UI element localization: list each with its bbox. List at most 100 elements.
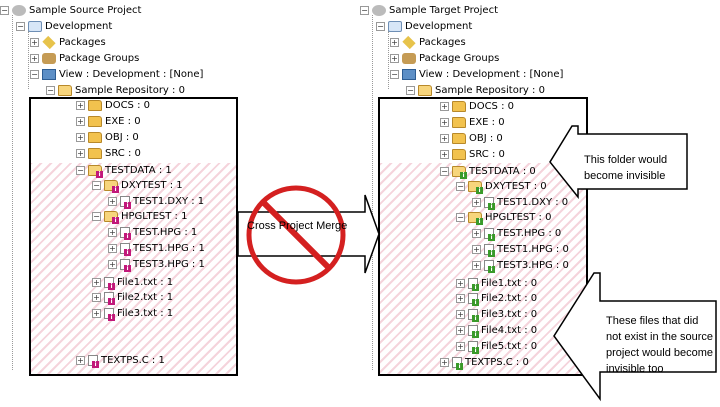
file-icon: i: [120, 195, 131, 209]
collapse-toggle[interactable]: −: [0, 5, 9, 15]
status-badge: i: [488, 265, 495, 273]
expand-toggle[interactable]: +: [108, 196, 117, 206]
expand-toggle[interactable]: +: [472, 228, 481, 238]
source-packages-node[interactable]: +Packages: [30, 35, 106, 50]
tree-item-label: HPGLTEST : 0: [485, 212, 552, 223]
collapse-toggle[interactable]: −: [456, 212, 465, 222]
expand-toggle[interactable]: +: [456, 278, 465, 288]
source-package-groups-node[interactable]: +Package Groups: [30, 51, 139, 66]
collapse-toggle[interactable]: −: [406, 85, 415, 95]
expand-toggle[interactable]: +: [390, 53, 399, 63]
file-icon: i: [468, 324, 479, 338]
tree-item[interactable]: +OBJ : 0: [440, 131, 503, 146]
expand-toggle[interactable]: +: [456, 293, 465, 303]
collapse-toggle[interactable]: −: [76, 165, 85, 175]
file-icon: i: [104, 291, 115, 305]
collapse-toggle[interactable]: −: [390, 69, 399, 79]
tree-item[interactable]: +EXE : 0: [440, 115, 505, 130]
folder-icon: i: [88, 164, 103, 178]
folder-icon: [88, 115, 102, 127]
expand-toggle[interactable]: +: [440, 357, 449, 367]
expand-toggle[interactable]: +: [472, 244, 481, 254]
target-highlight-box: [378, 97, 588, 376]
expand-toggle[interactable]: +: [472, 197, 481, 207]
merge-label: Cross Project Merge: [247, 220, 348, 232]
tree-item[interactable]: +SRC : 0: [440, 147, 505, 162]
expand-toggle[interactable]: +: [92, 292, 101, 302]
collapse-toggle[interactable]: −: [360, 5, 369, 15]
expand-toggle[interactable]: +: [76, 132, 85, 142]
expand-toggle[interactable]: +: [456, 309, 465, 319]
expand-toggle[interactable]: +: [440, 101, 449, 111]
tree-item-label: DOCS : 0: [469, 101, 514, 112]
expand-toggle[interactable]: +: [108, 259, 117, 269]
collapse-toggle[interactable]: −: [92, 211, 101, 221]
expand-toggle[interactable]: +: [440, 149, 449, 159]
expand-toggle[interactable]: +: [30, 37, 39, 47]
development-icon: [28, 20, 42, 32]
target-view-node[interactable]: −View : Development : [None]: [390, 67, 563, 82]
expand-toggle[interactable]: +: [440, 117, 449, 127]
target-repository-node[interactable]: −Sample Repository : 0: [406, 83, 545, 98]
source-repository-node[interactable]: −Sample Repository : 0: [46, 83, 185, 98]
expand-toggle[interactable]: +: [472, 260, 481, 270]
tree-item[interactable]: + DOCS : 0: [440, 99, 514, 114]
expand-toggle[interactable]: +: [108, 227, 117, 237]
expand-toggle[interactable]: +: [456, 341, 465, 351]
expand-toggle[interactable]: +: [76, 355, 85, 365]
tree-item[interactable]: +SRC : 0: [76, 146, 141, 161]
collapse-toggle[interactable]: −: [30, 69, 39, 79]
target-packages-node[interactable]: +Packages: [390, 35, 466, 50]
expand-toggle[interactable]: +: [30, 53, 39, 63]
expand-toggle[interactable]: +: [76, 100, 85, 110]
expand-toggle[interactable]: +: [92, 277, 101, 287]
expand-toggle[interactable]: +: [390, 37, 399, 47]
collapse-toggle[interactable]: −: [16, 21, 25, 31]
expand-toggle[interactable]: +: [440, 133, 449, 143]
target-development-node[interactable]: −Development: [376, 19, 472, 34]
expand-toggle[interactable]: +: [76, 148, 85, 158]
tree-item[interactable]: +OBJ : 0: [76, 130, 139, 145]
expand-toggle[interactable]: +: [456, 325, 465, 335]
collapse-toggle[interactable]: −: [92, 180, 101, 190]
source-development-node[interactable]: −Development: [16, 19, 112, 34]
target-project-node[interactable]: −Sample Target Project: [360, 3, 498, 18]
expand-toggle[interactable]: +: [108, 243, 117, 253]
target-package-groups-node[interactable]: +Package Groups: [390, 51, 499, 66]
collapse-toggle[interactable]: −: [440, 166, 449, 176]
expand-toggle[interactable]: +: [92, 308, 101, 318]
source-view-node[interactable]: −View : Development : [None]: [30, 67, 203, 82]
collapse-toggle[interactable]: −: [46, 85, 55, 95]
expand-toggle[interactable]: +: [76, 116, 85, 126]
tree-item[interactable]: +DOCS : 0: [76, 98, 150, 113]
source-project-node[interactable]: −Sample Source Project: [0, 3, 141, 18]
collapse-toggle[interactable]: −: [376, 21, 385, 31]
invisible-area-hatch: [30, 163, 237, 375]
collapse-toggle[interactable]: −: [456, 181, 465, 191]
tree-item[interactable]: +EXE : 0: [76, 114, 141, 129]
